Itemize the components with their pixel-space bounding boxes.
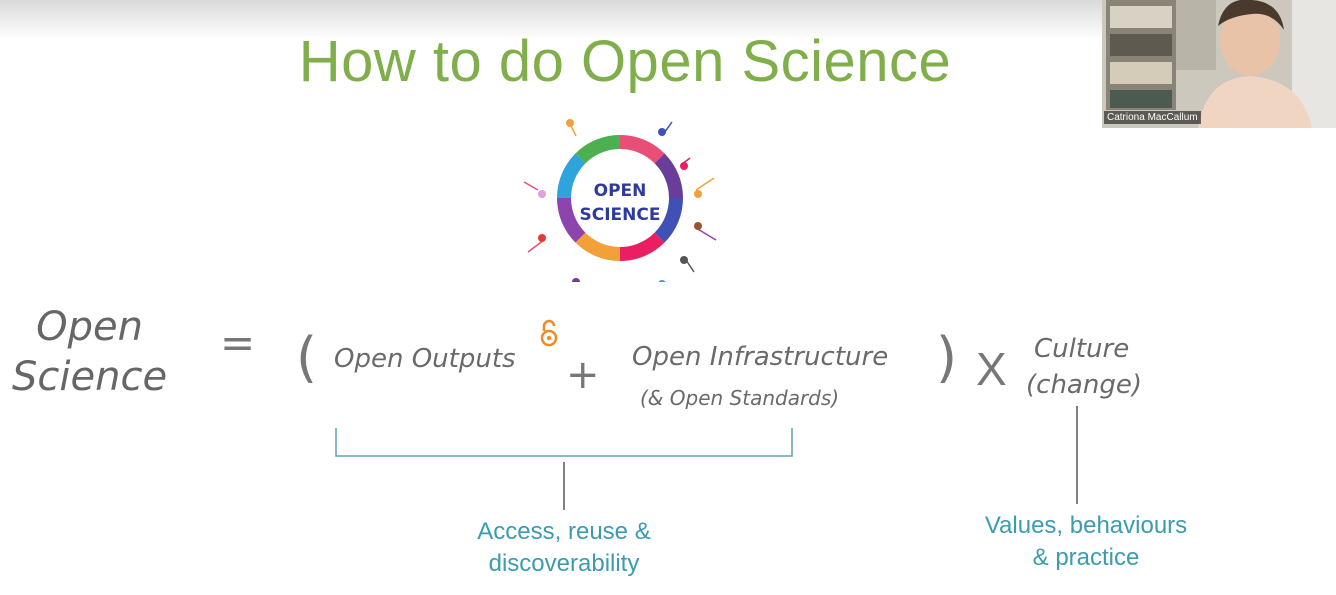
term-change: (change): [1026, 370, 1142, 400]
slide-title: How to do Open Science: [298, 29, 952, 94]
term-open-standards: (& Open Standards): [640, 386, 840, 410]
participant-name: Catriona MacCallum: [1104, 111, 1201, 124]
lhs-science: Science: [12, 354, 168, 400]
annotation-access-line2: discoverability: [488, 550, 640, 577]
open-access-icon: [540, 319, 558, 347]
times-sign: X: [976, 343, 1007, 395]
equation-lhs: Open Science: [12, 302, 167, 402]
plus-sign: +: [566, 352, 600, 398]
close-paren: ): [936, 326, 958, 389]
annotation-access-line1: Access, reuse &: [477, 518, 651, 545]
speaker-video-tile[interactable]: Catriona MacCallum: [1102, 0, 1336, 128]
outputs-bracket: [335, 428, 793, 457]
logo-text-line2: SCIENCE: [580, 205, 661, 225]
speaker-video-frame: [1102, 0, 1336, 128]
open-science-logo: OPEN SCIENCE: [523, 119, 717, 282]
logo-ring: OPEN SCIENCE: [523, 119, 717, 282]
term-open-outputs: Open Outputs: [334, 344, 516, 374]
lhs-open: Open: [36, 304, 143, 350]
logo-text-line1: OPEN: [594, 181, 647, 201]
term-culture: Culture: [1034, 334, 1130, 364]
open-paren: (: [296, 326, 318, 389]
annotation-access: Access, reuse & discoverability: [454, 516, 674, 580]
annotation-values: Values, behaviours & practice: [966, 510, 1206, 574]
equals-sign: =: [220, 318, 256, 367]
annotation-values-line1: Values, behaviours: [984, 512, 1188, 539]
term-open-infrastructure: Open Infrastructure: [632, 342, 889, 372]
annotation-values-line2: & practice: [1032, 544, 1140, 571]
